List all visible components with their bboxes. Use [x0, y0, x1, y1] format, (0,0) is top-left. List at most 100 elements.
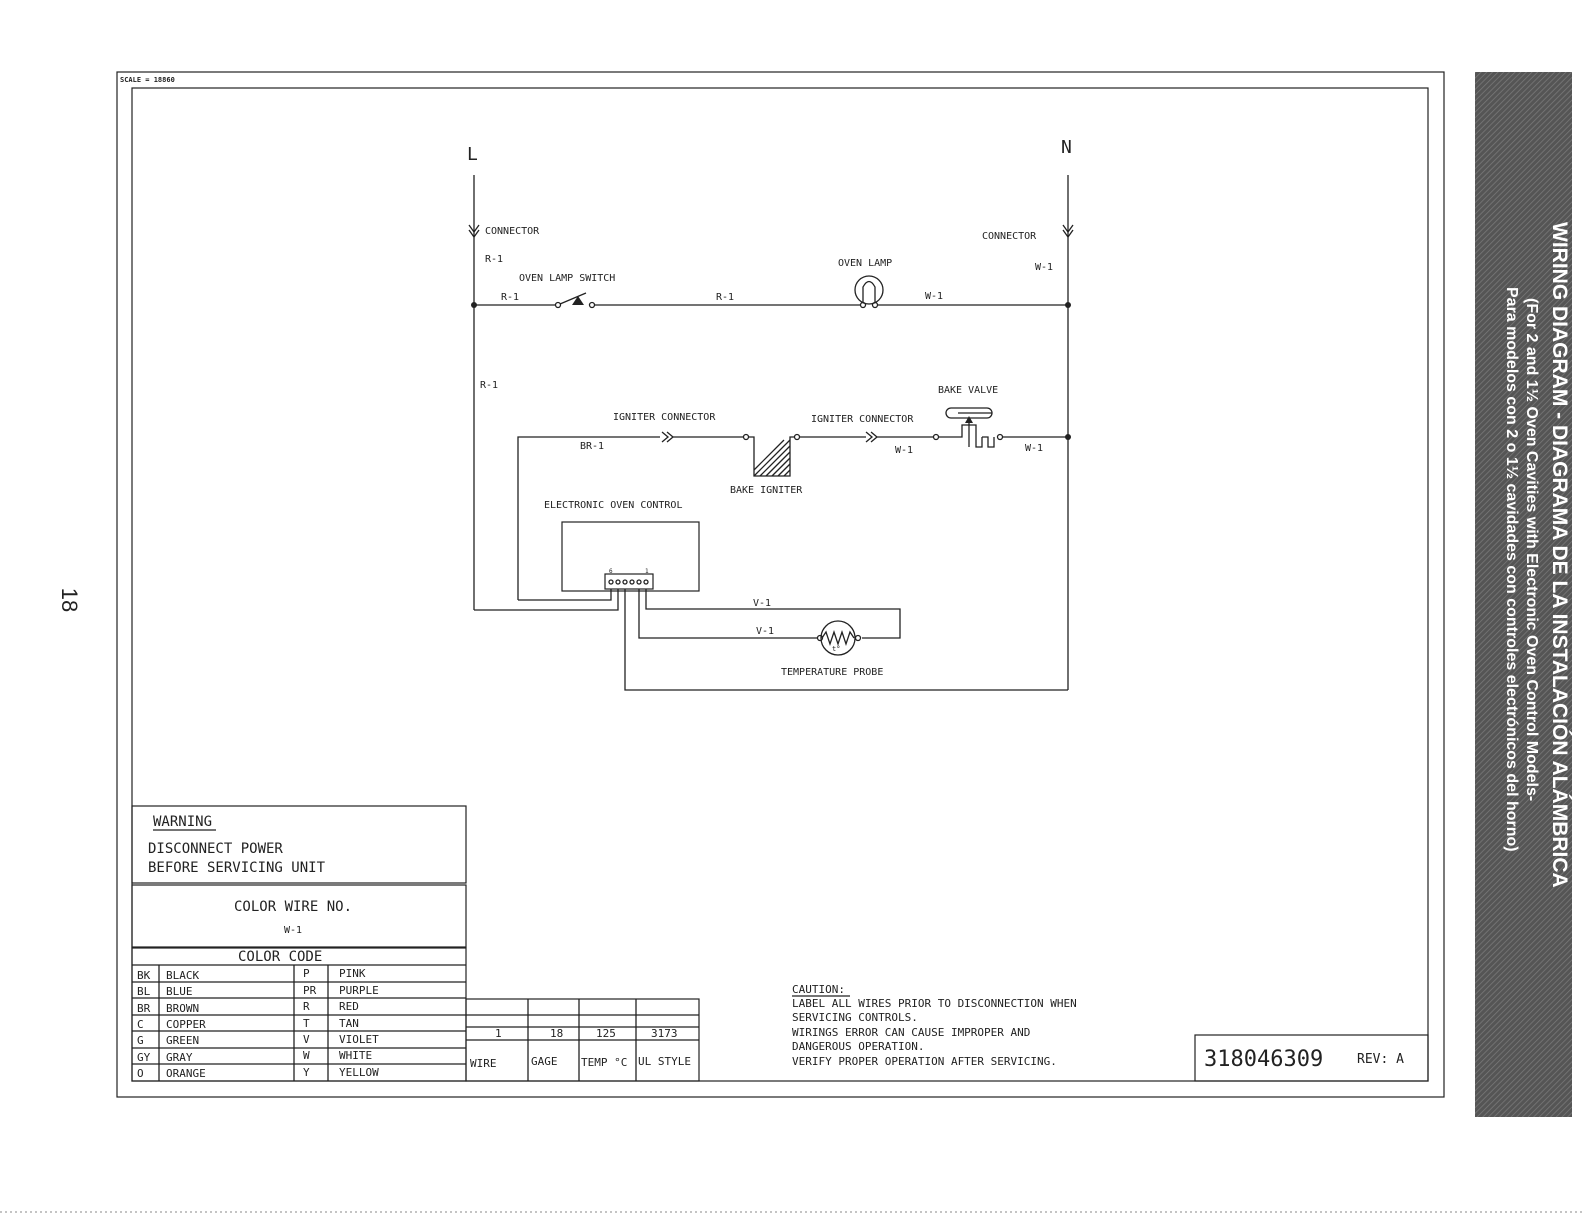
color-wire-no-title: COLOR WIRE NO. [234, 899, 352, 915]
wire-v1-b-label: V-1 [756, 626, 774, 637]
color-wire-no-box [131, 884, 467, 948]
color-code-name: BLACK [166, 969, 199, 982]
side-banner-background [1475, 72, 1572, 1117]
color-code-name: BROWN [166, 1002, 199, 1015]
caution-title: CAUTION: [792, 983, 845, 996]
color-code-name: RED [339, 1000, 359, 1013]
color-code-name: PINK [339, 967, 366, 980]
color-code-name: GRAY [166, 1051, 193, 1064]
color-code-abbr: BL [137, 985, 151, 998]
line-n-label: N [1061, 137, 1072, 158]
wire-spec-header: GAGE [531, 1055, 558, 1068]
wire-spec-value: 3173 [651, 1027, 678, 1040]
wire-r1-switch-label: R-1 [501, 292, 519, 303]
color-code-abbr: BR [137, 1002, 151, 1015]
color-code-abbr: C [137, 1018, 144, 1031]
banner-subtitle-es: Para modelos con 2 o 1½ cavidades con co… [1503, 287, 1520, 852]
line-l-label: L [467, 144, 478, 165]
banner-title: WIRING DIAGRAM - DIAGRAMA DE LA INSTALAC… [1548, 222, 1572, 888]
scale-note: SCALE = 18860 [120, 76, 175, 84]
color-code-abbr: W [303, 1049, 310, 1062]
oven-lamp-switch-contact [554, 301, 562, 309]
part-number: 318046309 [1204, 1047, 1323, 1072]
oven-lamp-switch-actuator [572, 296, 584, 305]
color-code-title: COLOR CODE [238, 949, 322, 965]
wire-br1-label: BR-1 [580, 441, 604, 452]
color-code-abbr: PR [303, 984, 317, 997]
color-code-name: COPPER [166, 1018, 206, 1031]
wire-w1-n-label: W-1 [1035, 262, 1053, 273]
bake-valve-label: BAKE VALVE [938, 385, 998, 396]
control-connector-block [604, 573, 654, 590]
title-block [1194, 1034, 1429, 1082]
color-code-abbr: R [303, 1000, 310, 1013]
color-code-abbr: G [137, 1034, 144, 1047]
color-code-abbr: O [137, 1067, 144, 1080]
color-code-name: YELLOW [339, 1066, 379, 1079]
wire-r1-mid-label: R-1 [716, 292, 734, 303]
pin-1-label: 1 [645, 568, 649, 575]
electronic-oven-control-label: ELECTRONIC OVEN CONTROL [544, 500, 682, 511]
wire-spec-value: 1 [495, 1027, 502, 1040]
oven-lamp-switch-blade [559, 292, 587, 305]
color-code-abbr: Y [303, 1066, 310, 1079]
probe-symbol-label: t° [832, 645, 840, 653]
wiring-schematic [468, 175, 1074, 691]
warning-title: WARNING [153, 814, 212, 830]
caution-line: DANGEROUS OPERATION. [792, 1040, 924, 1053]
oven-lamp-label: OVEN LAMP [838, 258, 892, 269]
warning-box [131, 805, 467, 884]
caution-line: WIRINGS ERROR CAN CAUSE IMPROPER AND [792, 1026, 1030, 1039]
bake-valve-symbol [938, 407, 995, 448]
temperature-probe-symbol [816, 620, 862, 656]
warning-line-2: BEFORE SERVICING UNIT [148, 860, 326, 876]
wire-spec-header: UL STYLE [638, 1055, 691, 1068]
wire-w1-igniter-label: W-1 [895, 445, 913, 456]
junction-n-top [1065, 302, 1071, 308]
electronic-oven-control-box [561, 521, 700, 592]
wire-w1-valve-label: W-1 [1025, 443, 1043, 454]
caution-line: VERIFY PROPER OPERATION AFTER SERVICING. [792, 1055, 1057, 1068]
color-code-name: GREEN [166, 1034, 199, 1047]
color-code-abbr: BK [137, 969, 151, 982]
warning-line-1: DISCONNECT POWER [148, 841, 283, 857]
junction-n-valve [1065, 434, 1071, 440]
color-code-name: ORANGE [166, 1067, 206, 1080]
color-wire-no-value: W-1 [284, 925, 302, 936]
outer-frame [116, 71, 1445, 1098]
color-code-abbr: T [303, 1017, 310, 1030]
oven-lamp-switch-label: OVEN LAMP SWITCH [519, 273, 615, 284]
color-code-table [131, 947, 467, 1082]
junction-l-top [471, 302, 477, 308]
revision: REV: A [1357, 1052, 1404, 1067]
connector-n-symbol [1062, 224, 1074, 234]
wire-spec-value: 125 [596, 1027, 616, 1040]
igniter-connector-2-symbol [865, 431, 874, 443]
color-code-name: WHITE [339, 1049, 372, 1062]
bake-igniter-symbol [748, 436, 795, 477]
color-code-abbr: GY [137, 1051, 151, 1064]
caution-line: SERVICING CONTROLS. [792, 1011, 918, 1024]
connector-l-symbol [468, 224, 480, 234]
inner-frame [131, 87, 1429, 1082]
color-code-abbr: V [303, 1033, 310, 1046]
pin-6-label: 6 [609, 568, 613, 575]
wire-spec-header: TEMP °C [581, 1056, 627, 1069]
wire-w1-lamp-label: W-1 [925, 291, 943, 302]
temperature-probe-label: TEMPERATURE PROBE [781, 667, 883, 678]
banner-subtitle-en: (For 2 and 1½ Oven Cavities with Electro… [1523, 298, 1540, 801]
bake-igniter-label: BAKE IGNITER [730, 485, 803, 496]
igniter-connector-1-label: IGNITER CONNECTOR [613, 412, 716, 423]
wire-spec-table [465, 998, 700, 1082]
color-code-abbr: P [303, 967, 310, 980]
caution-line: LABEL ALL WIRES PRIOR TO DISCONNECTION W… [792, 997, 1077, 1010]
igniter-connector-2-label: IGNITER CONNECTOR [811, 414, 914, 425]
wire-r1-top-label: R-1 [485, 254, 503, 265]
color-code-name: BLUE [166, 985, 193, 998]
wire-r1-side-label: R-1 [480, 380, 498, 391]
wire-v1-a-label: V-1 [753, 598, 771, 609]
color-code-name: PURPLE [339, 984, 379, 997]
connector-l-label: CONNECTOR [485, 226, 540, 237]
connector-n-label: CONNECTOR [982, 231, 1037, 242]
